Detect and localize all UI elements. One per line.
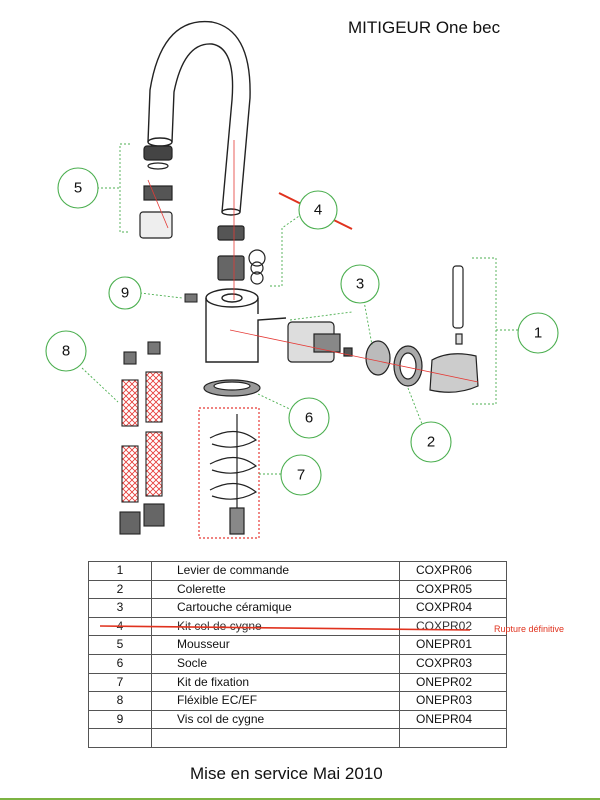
aerator-parts <box>139 145 173 239</box>
part-label: Kit de fixation <box>151 672 400 693</box>
part-reference: COXPR04 <box>399 598 507 618</box>
part-reference: COXPR06 <box>399 561 507 581</box>
callout-circle-2 <box>410 421 452 463</box>
discontinued-note: Rupture définitive <box>494 624 565 634</box>
callout-circle-4 <box>298 190 338 230</box>
part-label: Mousseur <box>151 635 400 655</box>
callout-circle-7 <box>280 454 322 496</box>
part-number: 3 <box>88 598 152 618</box>
flexible-hoses <box>119 341 165 535</box>
row-4-strike <box>100 625 470 631</box>
callout-label-2: 2 <box>427 434 435 451</box>
callout-circle-5 <box>57 167 99 209</box>
base-ring <box>203 379 261 397</box>
part-label: Kit col de cygne <box>151 616 400 637</box>
part-label: Socle <box>151 653 400 674</box>
service-date: Mise en service Mai 2010 <box>190 764 383 783</box>
callout-label-7: 7 <box>297 467 305 484</box>
part-reference: ONEPR02 <box>399 672 507 693</box>
part-reference: COXPR05 <box>399 579 507 600</box>
table-row <box>88 728 507 748</box>
part-reference: ONEPR04 <box>399 709 507 730</box>
callout-circles <box>45 167 559 496</box>
part-number: 2 <box>88 579 152 600</box>
page-title: MITIGEUR One bec <box>348 18 501 37</box>
faucet-body <box>205 288 287 363</box>
bottom-border <box>0 798 600 800</box>
callout-leaders <box>81 143 518 475</box>
cartridge <box>287 321 391 376</box>
fixing-kit <box>198 407 260 539</box>
part-number: 1 <box>88 561 152 581</box>
callout-label-5: 5 <box>74 180 82 197</box>
part-label <box>151 728 400 748</box>
part-label: Levier de commande <box>151 561 400 581</box>
part-reference: COXPR03 <box>399 653 507 674</box>
neck-kit <box>217 225 266 285</box>
spout <box>147 20 251 216</box>
callout-label-3: 3 <box>356 276 364 293</box>
part-label: Vis col de cygne <box>151 709 400 730</box>
callout-label-8: 8 <box>62 343 70 360</box>
part-reference <box>399 728 507 748</box>
part-number: 6 <box>88 653 152 674</box>
part-number: 9 <box>88 709 152 730</box>
exploded-diagram: 1 2 3 4 5 6 7 8 9 <box>45 20 559 539</box>
callout-label-1: 1 <box>534 325 542 342</box>
callout-label-4: 4 <box>314 202 322 219</box>
lever <box>429 265 479 393</box>
part-label: Cartouche céramique <box>151 598 400 618</box>
part-number: 7 <box>88 672 152 693</box>
callout-circle-6 <box>288 397 330 439</box>
collar <box>393 345 423 387</box>
part-label: Fléxible EC/EF <box>151 691 400 711</box>
part-number <box>88 728 152 748</box>
neck-screw <box>184 293 198 303</box>
callout-label-6: 6 <box>305 410 313 427</box>
callout-label-9: 9 <box>121 285 129 302</box>
callout-circle-3 <box>340 264 380 304</box>
axis-lines <box>147 140 479 383</box>
part-label: Colerette <box>151 579 400 600</box>
part-number: 8 <box>88 691 152 711</box>
part-number: 5 <box>88 635 152 655</box>
callout-circle-9 <box>108 276 142 310</box>
part-reference: ONEPR03 <box>399 691 507 711</box>
callout-circle-1 <box>517 312 559 354</box>
callout-circle-8 <box>45 330 87 372</box>
part-reference: ONEPR01 <box>399 635 507 655</box>
